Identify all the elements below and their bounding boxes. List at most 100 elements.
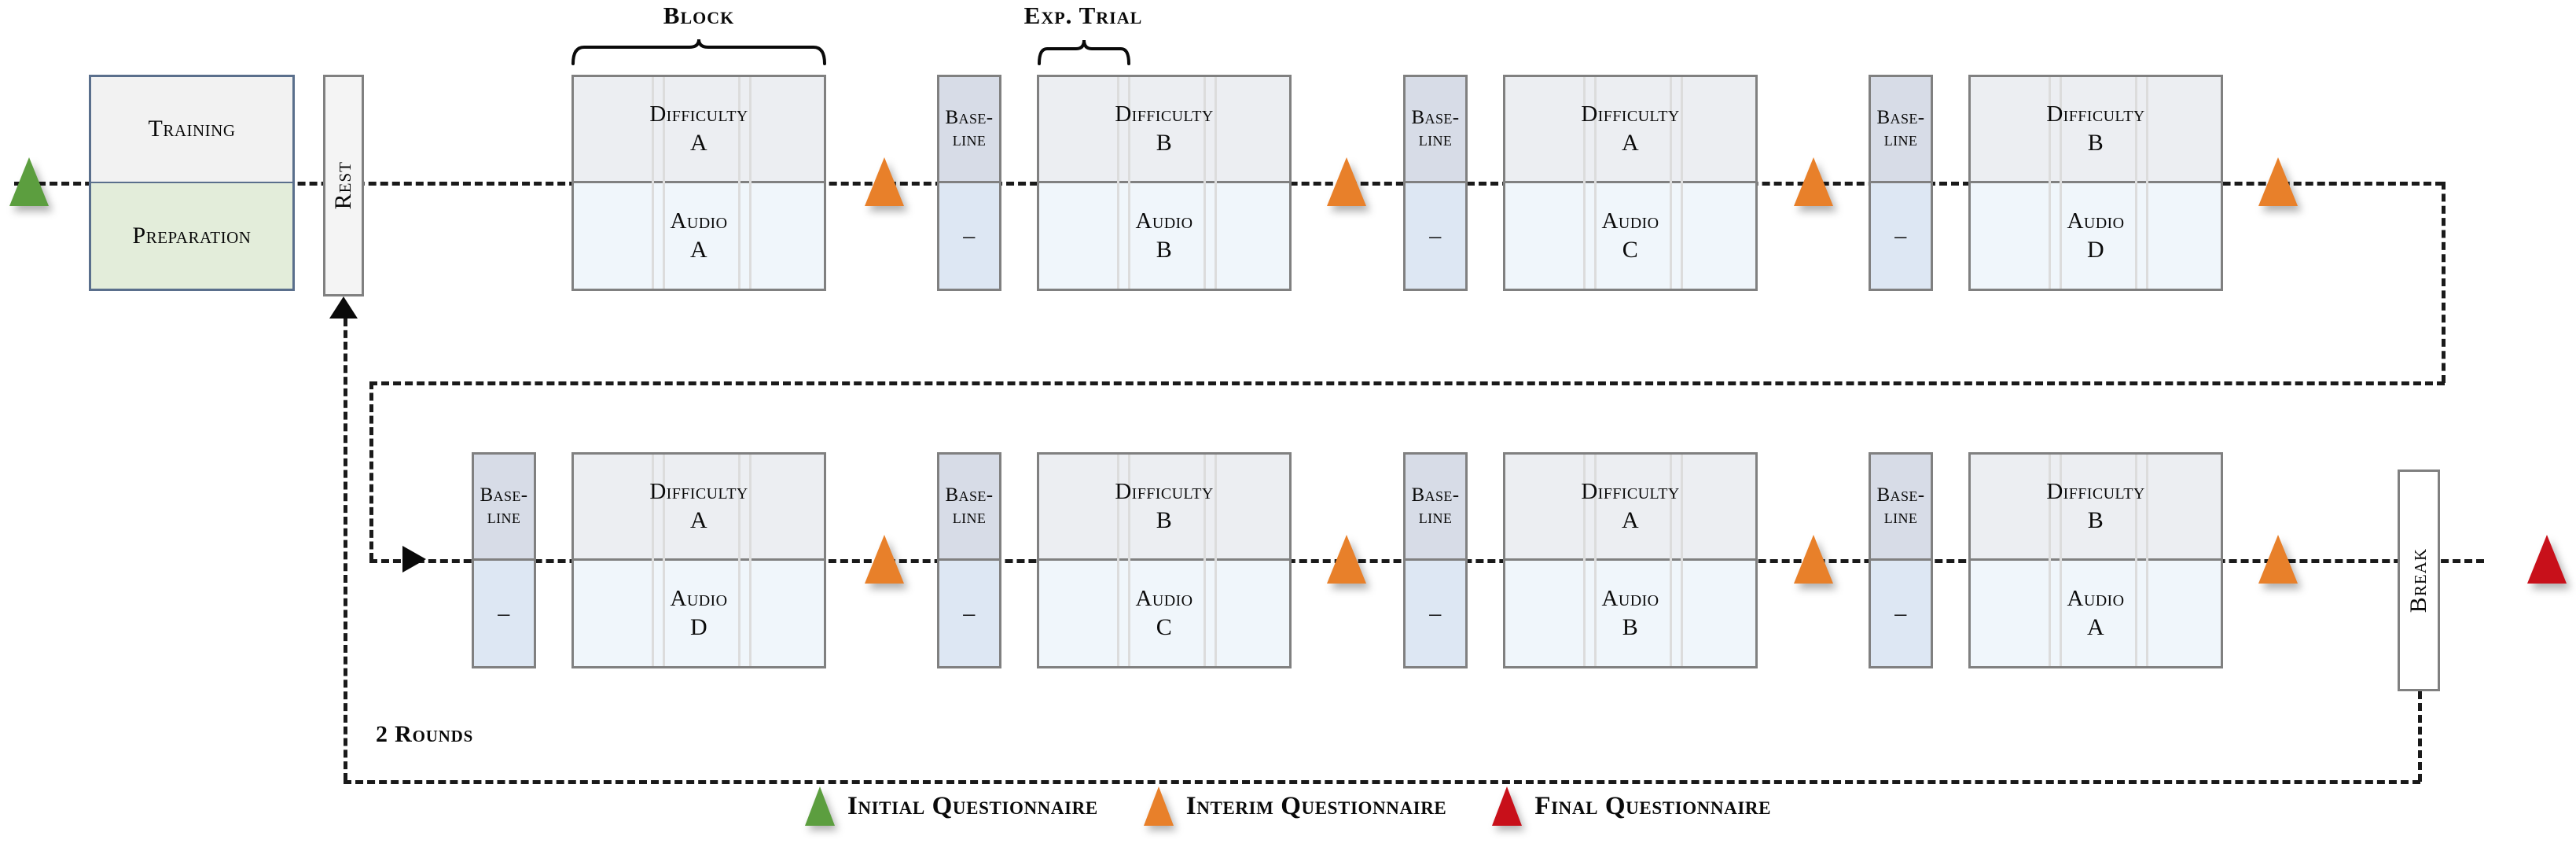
baseline-row2-4: Base- line –	[1869, 452, 1933, 668]
trial-divider	[749, 455, 751, 666]
baseline-row1-2: Base- line –	[1403, 75, 1468, 291]
trial-divider	[1117, 455, 1119, 666]
trial-divider	[663, 455, 665, 666]
trial-divider	[1681, 77, 1683, 289]
difficulty-value: A	[1621, 130, 1640, 157]
audio-label: Audio A	[671, 207, 728, 265]
difficulty-label: Difficulty A	[649, 477, 748, 536]
trial-divider	[1583, 77, 1586, 289]
baseline-title-half: Base- line	[1871, 455, 1931, 561]
trial-divider	[652, 455, 654, 666]
trial-divider	[1128, 455, 1130, 666]
audio-value: D	[689, 614, 708, 641]
audio-value: A	[689, 237, 708, 263]
final-questionnaire-icon	[1492, 786, 1523, 826]
exp-trial-annotation-title: Exp. Trial	[1023, 2, 1143, 29]
trial-divider	[2146, 455, 2148, 666]
difficulty-label: Difficulty A	[649, 100, 748, 158]
baseline-value: –	[963, 222, 976, 249]
block-difficulty-half: Difficulty B	[1971, 77, 2221, 183]
audio-value: C	[1622, 237, 1639, 263]
trial-divider	[2060, 455, 2062, 666]
baseline-row1-3: Base- line –	[1869, 75, 1933, 291]
baseline-title: Base- line	[1411, 484, 1460, 528]
trial-divider	[1128, 77, 1130, 289]
baseline-value: –	[1894, 599, 1907, 626]
block-row1-2: Difficulty B Audio B	[1037, 75, 1292, 291]
preparation-half: Preparation	[91, 182, 292, 289]
baseline-title-half: Base- line	[939, 77, 999, 183]
baseline-value: –	[1894, 222, 1907, 249]
preparation-label: Preparation	[132, 222, 252, 249]
training-preparation-box: Training Preparation	[89, 75, 295, 291]
baseline-value: –	[1429, 599, 1442, 626]
trial-divider	[1203, 77, 1206, 289]
baseline-title: Base- line	[945, 106, 994, 150]
audio-label: Audio A	[2067, 584, 2125, 643]
baseline-title: Base- line	[1876, 106, 1925, 150]
audio-value: B	[1622, 614, 1639, 641]
baseline-row2-1: Base- line –	[472, 452, 536, 668]
block-row2-2: Difficulty B Audio C	[1037, 452, 1292, 668]
block-difficulty-half: Difficulty B	[1039, 77, 1289, 183]
initial-questionnaire-icon	[804, 786, 835, 826]
block-row1-3: Difficulty A Audio C	[1503, 75, 1758, 291]
wrap-path-horizontal	[369, 381, 2445, 385]
legend-label-initial: Initial Questionnaire	[847, 791, 1098, 820]
rounds-loop-left-vertical	[344, 319, 347, 781]
difficulty-value: A	[689, 507, 708, 534]
baseline-title: Base- line	[480, 484, 528, 528]
rounds-loop-right-vertical	[2418, 691, 2422, 782]
block-row1-4: Difficulty B Audio D	[1968, 75, 2223, 291]
break-label: Break	[2405, 547, 2431, 613]
legend-item-final: Final Questionnaire	[1492, 786, 1771, 826]
block-audio-half: Audio A	[1971, 560, 2221, 666]
block-row2-1: Difficulty A Audio D	[571, 452, 826, 668]
legend-label-interim: Interim Questionnaire	[1185, 791, 1447, 820]
block-difficulty-half: Difficulty A	[1505, 77, 1755, 183]
audio-label: Audio D	[671, 584, 728, 643]
baseline-value: –	[1429, 222, 1442, 249]
difficulty-label: Difficulty B	[2046, 100, 2144, 158]
audio-value: B	[1156, 237, 1173, 263]
audio-label: Audio B	[1136, 207, 1193, 265]
difficulty-label: Difficulty A	[1581, 100, 1679, 158]
trial-divider	[2049, 77, 2051, 289]
audio-value: C	[1156, 614, 1173, 641]
block-audio-half: Audio B	[1505, 560, 1755, 666]
trial-divider	[2146, 77, 2148, 289]
difficulty-value: B	[2087, 507, 2104, 534]
baseline-value-half: –	[939, 560, 999, 666]
audio-label: Audio D	[2067, 207, 2125, 265]
trial-divider	[1215, 455, 1217, 666]
baseline-value-half: –	[939, 182, 999, 289]
trial-divider	[1594, 455, 1597, 666]
block-difficulty-half: Difficulty A	[574, 455, 824, 561]
legend: Initial Questionnaire Interim Questionna…	[0, 786, 2576, 826]
audio-value: D	[2086, 237, 2105, 263]
trial-divider	[1681, 455, 1683, 666]
trial-divider	[1670, 77, 1672, 289]
baseline-value-half: –	[1406, 560, 1465, 666]
interim-questionnaire-marker	[865, 535, 904, 584]
baseline-title-half: Base- line	[939, 455, 999, 561]
block-difficulty-half: Difficulty A	[574, 77, 824, 183]
trial-divider	[2135, 77, 2137, 289]
initial-questionnaire-marker	[9, 157, 49, 206]
final-questionnaire-marker	[2527, 535, 2567, 584]
block-audio-half: Audio C	[1505, 182, 1755, 289]
trial-divider	[663, 77, 665, 289]
audio-label: Audio B	[1602, 584, 1659, 643]
trial-divider	[1215, 77, 1217, 289]
trial-divider	[738, 455, 740, 666]
baseline-value: –	[963, 599, 976, 626]
difficulty-value: B	[2087, 130, 2104, 157]
trial-divider	[749, 77, 751, 289]
rounds-loop-arrowhead	[329, 296, 358, 319]
difficulty-label: Difficulty B	[1115, 100, 1213, 158]
legend-label-final: Final Questionnaire	[1534, 791, 1772, 820]
baseline-value-half: –	[1871, 182, 1931, 289]
difficulty-value: A	[689, 130, 708, 157]
baseline-title-half: Base- line	[1406, 77, 1465, 183]
baseline-title-half: Base- line	[1406, 455, 1465, 561]
